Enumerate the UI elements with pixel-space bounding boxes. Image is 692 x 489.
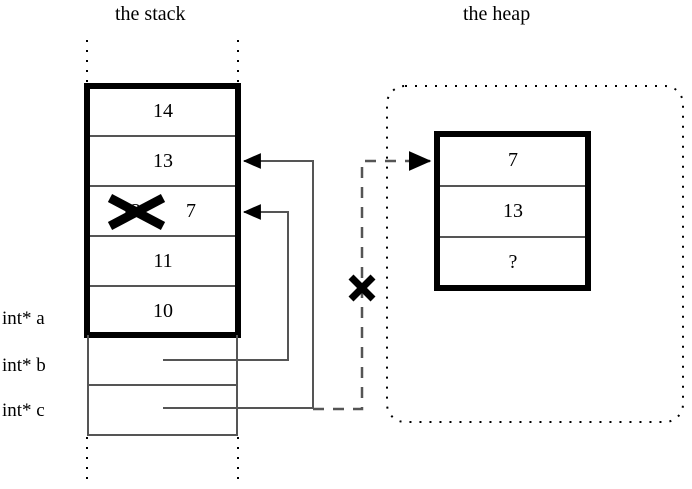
heap-cell-value-1: 13 bbox=[503, 200, 523, 222]
stack-cell-value-0: 14 bbox=[153, 100, 173, 122]
stack-cell-value-3: 11 bbox=[153, 250, 173, 272]
pointer-label-c: int* c bbox=[2, 400, 45, 421]
stack-dotted-bottom bbox=[86, 437, 239, 484]
stack-cell-value-2-replacement: 7 bbox=[186, 200, 196, 222]
pointer-c-arrow bbox=[163, 153, 314, 409]
heap-cell-value-2: ? bbox=[508, 251, 518, 273]
stack-title: the stack bbox=[115, 3, 186, 25]
stack-dotted-top bbox=[86, 40, 239, 86]
heap-cell-value-0: 7 bbox=[508, 149, 518, 171]
stack-cell-value-2-struck: 12 bbox=[121, 200, 141, 222]
invalidated-pointer-x-mark bbox=[348, 274, 376, 302]
pointer-label-b: int* b bbox=[2, 355, 46, 376]
heap-title: the heap bbox=[463, 3, 531, 25]
stack-cell-value-4: 10 bbox=[153, 300, 173, 322]
stack-pointer-rows-frame bbox=[87, 335, 238, 436]
stack-cell-value-1: 13 bbox=[153, 150, 173, 172]
pointer-b-arrow bbox=[163, 204, 289, 361]
stale-heap-pointer-dashed bbox=[313, 151, 432, 411]
pointer-label-a: int* a bbox=[2, 308, 45, 329]
